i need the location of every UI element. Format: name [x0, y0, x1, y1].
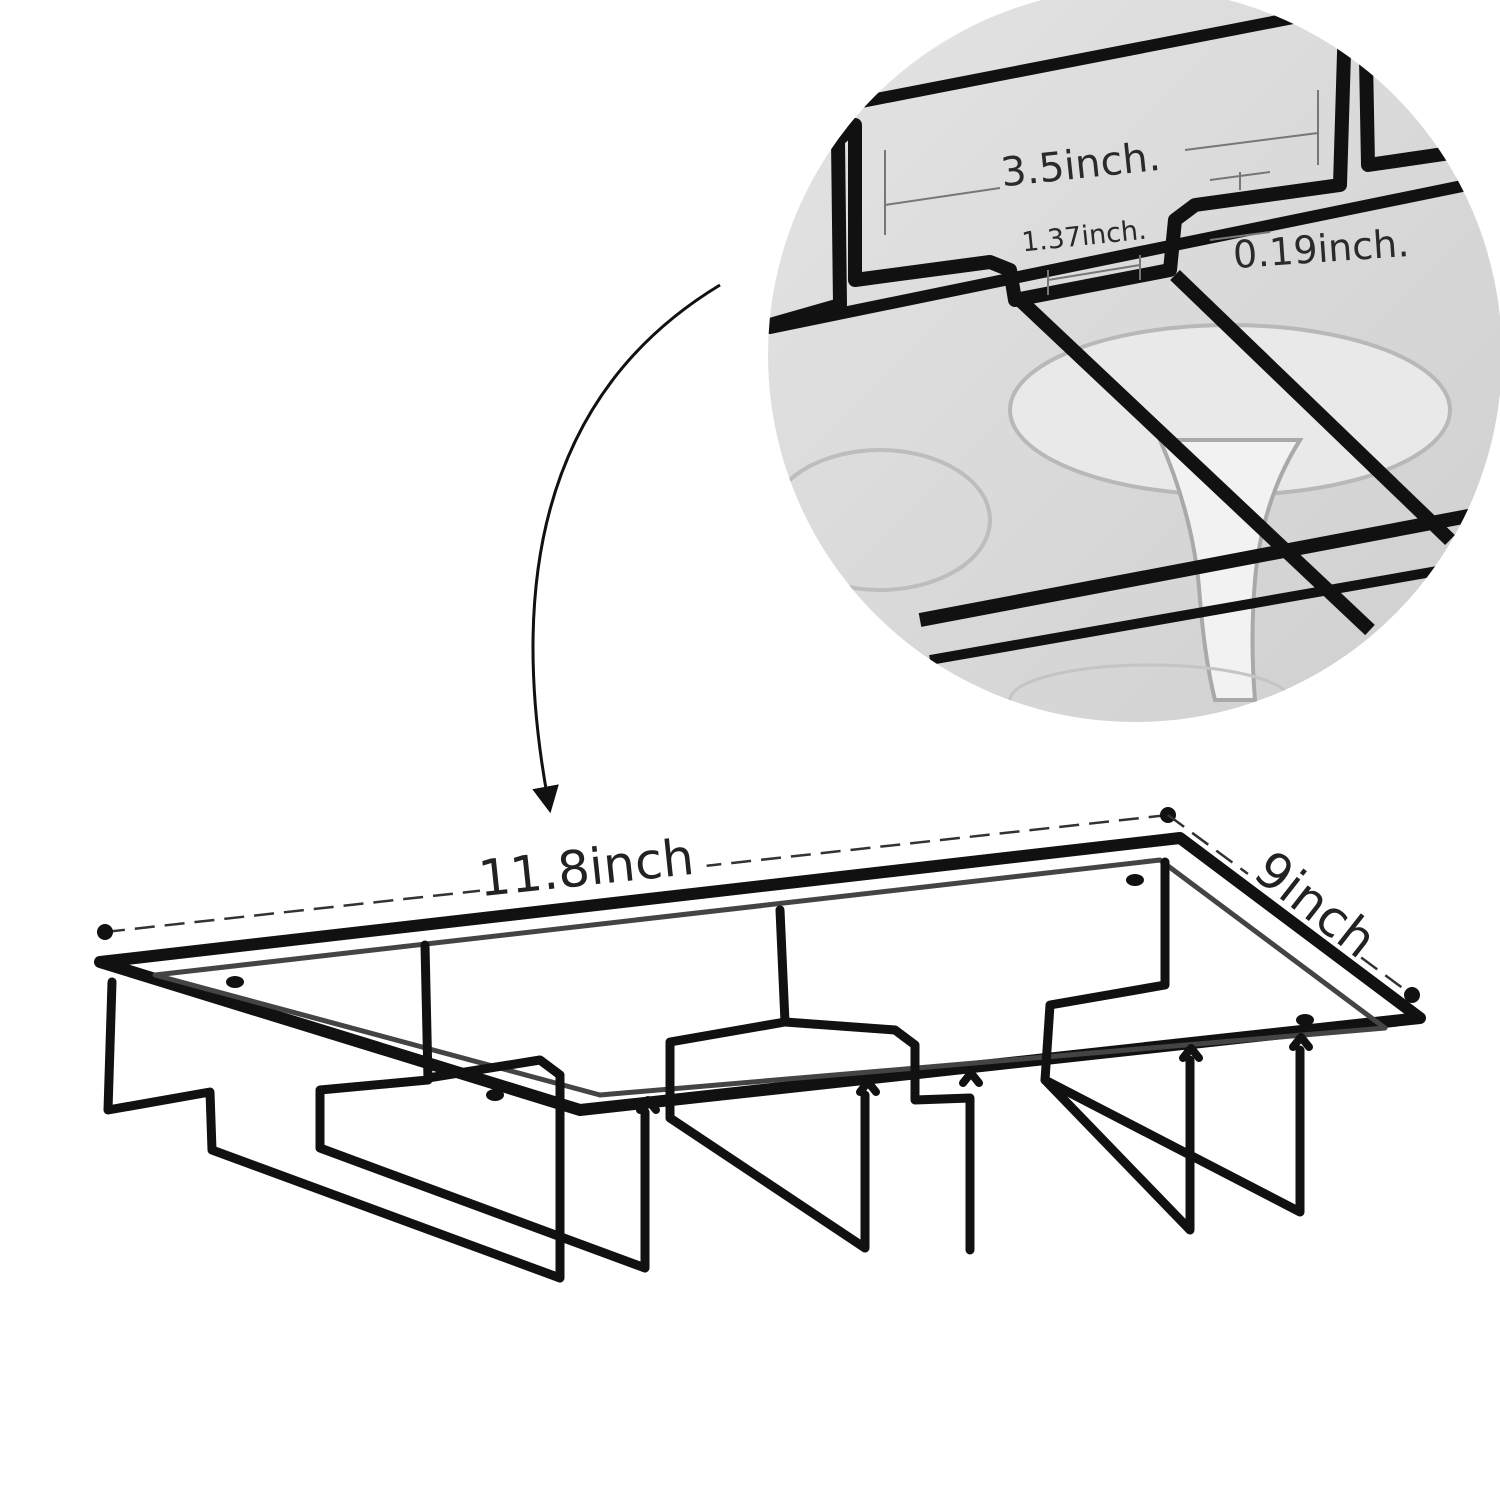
length-label-bg [475, 826, 709, 906]
zoom-frame-rail-lower [929, 555, 1500, 665]
wire-slot-2-right [423, 1055, 565, 1230]
length-endpoint-left [97, 924, 113, 940]
zoom-frame-rail-back [768, 164, 1500, 334]
width-endpoint [1404, 987, 1420, 1003]
wine-glass-rack [94, 832, 1426, 1283]
zoom-detail: 3.5inch. 1.37inch. 0.19inch. [768, 0, 1500, 722]
curved-arrow-icon [531, 283, 721, 814]
rack-frame-outer [94, 832, 1426, 1116]
width-label-bg [1241, 836, 1384, 966]
mounting-holes [226, 874, 1314, 1101]
zoom-wire-arm-right [1170, 269, 1455, 546]
wire-slot-4-right [1040, 1045, 1305, 1217]
wire-slot-2-left [315, 940, 650, 1273]
zoom-dimension-guides [884, 90, 1319, 295]
glass-stem [1156, 438, 1304, 702]
rack-frame-inner [152, 857, 1388, 1098]
zoom-frame-rail-top [818, 0, 1500, 116]
rack-hooks [636, 1033, 1313, 1114]
zoom-frame-rail-front [918, 503, 1500, 627]
wire-slot-3-right [780, 1017, 975, 1255]
zoom-wire-arm-left [1015, 294, 1375, 636]
wire-slot-4-left [1040, 857, 1195, 1235]
wire-slot-1 [103, 977, 565, 1283]
wire-slot-3-left [665, 905, 870, 1253]
